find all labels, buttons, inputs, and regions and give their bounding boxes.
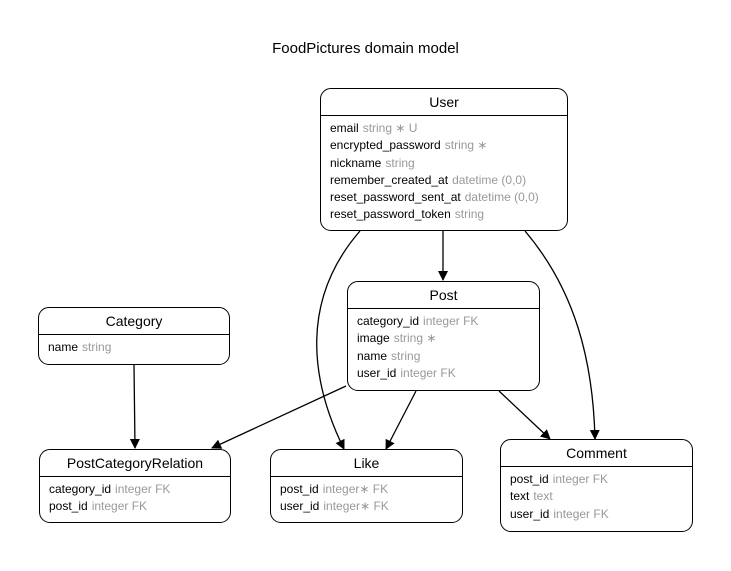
attribute-type: integer FK bbox=[91, 499, 148, 514]
attribute-name: category_id bbox=[357, 314, 420, 328]
attribute-name: user_id bbox=[510, 506, 550, 521]
attribute-type: string bbox=[454, 207, 485, 222]
attribute-name: reset_password_sent_at bbox=[330, 190, 461, 205]
edge-category-postcategoryrelation bbox=[129, 364, 140, 449]
attribute-name: category_id bbox=[49, 482, 112, 496]
attribute-type: datetime (0,0) bbox=[452, 172, 527, 187]
attribute-type: integer FK bbox=[423, 314, 479, 328]
edge-post-postcategoryrelation bbox=[211, 385, 347, 449]
edge-post-comment bbox=[498, 390, 551, 440]
entity-header: Comment bbox=[501, 440, 692, 467]
attribute-name: post_id bbox=[280, 482, 319, 496]
edge-user-like bbox=[316, 230, 361, 450]
attribute-name: user_id bbox=[357, 365, 397, 380]
entity-header: Category bbox=[39, 308, 229, 335]
attribute-type: integer bbox=[322, 482, 360, 496]
attribute-type: datetime (0,0) bbox=[464, 190, 539, 205]
edge-user-comment bbox=[524, 230, 600, 440]
entity-header: Like bbox=[271, 450, 462, 477]
attribute-flag: ∗ bbox=[426, 331, 437, 346]
attribute-name: image bbox=[357, 331, 390, 346]
attribute-flag: ∗ FK bbox=[359, 482, 389, 496]
attribute-type: text bbox=[533, 489, 553, 504]
attribute-type: integer FK bbox=[552, 472, 609, 486]
attribute-type: integer FK bbox=[553, 506, 609, 521]
edge-post-like bbox=[385, 390, 417, 450]
attribute-type: integer FK bbox=[400, 365, 456, 380]
attribute-flag: ∗ U bbox=[395, 121, 418, 135]
attribute-type: string bbox=[391, 348, 421, 363]
attribute-type: integer FK bbox=[115, 482, 171, 496]
attribute-name: post_id bbox=[49, 499, 88, 514]
attribute-name: email bbox=[330, 121, 359, 135]
attribute-type: string bbox=[393, 331, 424, 346]
attribute-type: string bbox=[82, 340, 112, 354]
attribute-type: integer bbox=[323, 499, 361, 514]
attribute-name: post_id bbox=[510, 472, 549, 486]
entity-header: Post bbox=[348, 282, 539, 309]
attribute-name: name bbox=[48, 340, 79, 354]
diagram-title: FoodPictures domain model bbox=[272, 40, 459, 57]
attribute-name: nickname bbox=[330, 155, 382, 170]
attribute-name: name bbox=[357, 348, 388, 363]
attribute-name: remember_created_at bbox=[330, 172, 449, 187]
attribute-name: text bbox=[510, 489, 530, 504]
attribute-flag: ∗ bbox=[477, 138, 488, 153]
attribute-name: reset_password_token bbox=[330, 207, 451, 222]
attribute-name: encrypted_password bbox=[330, 138, 441, 153]
entity-header: PostCategoryRelation bbox=[40, 450, 230, 477]
attribute-type: string bbox=[362, 121, 393, 135]
attribute-type: string bbox=[444, 138, 475, 153]
attribute-type: string bbox=[385, 155, 415, 170]
attribute-flag: ∗ FK bbox=[360, 499, 389, 514]
entity-header: User bbox=[321, 89, 567, 116]
attribute-name: user_id bbox=[280, 499, 320, 514]
